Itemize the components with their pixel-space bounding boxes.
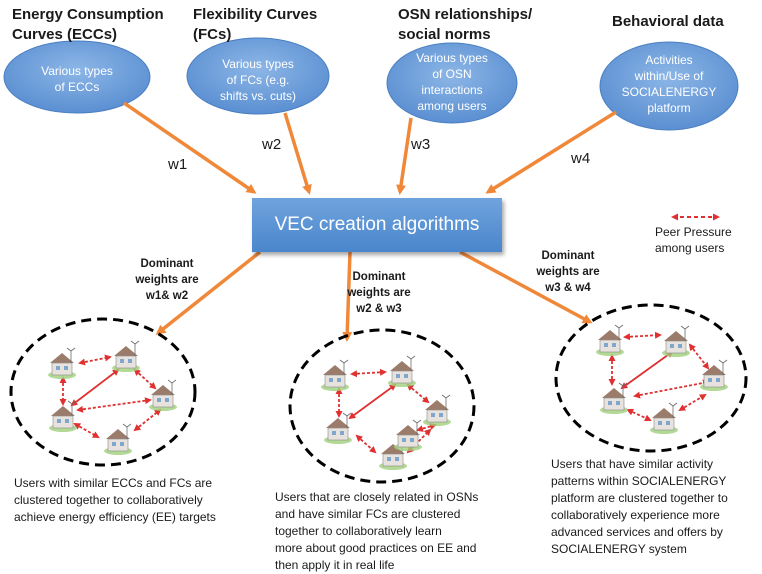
ecc-oval-text: Various types of ECCs xyxy=(17,63,137,95)
osn-heading-line: social norms xyxy=(398,26,491,43)
dominant-line: w2 & w3 xyxy=(356,303,402,315)
oval-line: Various types xyxy=(41,64,113,78)
oval-line: shifts vs. cuts) xyxy=(219,89,296,103)
w2-arrow xyxy=(283,112,312,195)
dominant-line: w1& w2 xyxy=(145,290,189,302)
weight-w4: w4 xyxy=(571,150,591,167)
ecc-heading-line: Curves (ECCs) xyxy=(12,26,118,43)
right-cluster-arrow xyxy=(459,250,593,324)
description-line: and have similar FCs are clustered xyxy=(275,507,461,521)
middle-cluster-description: Users that are closely related in OSNs a… xyxy=(275,489,478,574)
behavioral-oval xyxy=(599,41,739,131)
dominant-line: Dominant xyxy=(140,258,194,270)
osn-heading-line: OSN relationships/ xyxy=(398,6,533,23)
left-cluster-arrow xyxy=(155,250,262,335)
oval-line: Various types xyxy=(222,57,294,71)
fc-heading-line: (FCs) xyxy=(193,26,232,43)
ecc-heading: Energy Consumption Curves (ECCs) xyxy=(12,5,164,45)
description-line: collaboratively experience more xyxy=(551,508,720,522)
behavioral-oval-text: Activities within/Use of SOCIALENERGY pl… xyxy=(604,52,734,116)
dominant-line: Dominant xyxy=(541,250,595,262)
description-line: SOCIALENERGY system xyxy=(551,542,687,556)
behavioral-heading: Behavioral data xyxy=(612,12,724,32)
fc-heading-line: Flexibility Curves xyxy=(193,6,318,23)
oval-line: SOCIALENERGY xyxy=(621,85,717,99)
description-line: then apply it in real life xyxy=(275,558,395,572)
weight-w2: w2 xyxy=(262,136,282,153)
description-line: Users that have similar activity xyxy=(551,457,714,471)
description-line: achieve energy efficiency (EE) targets xyxy=(14,510,216,524)
description-line: platform are clustered together to xyxy=(551,491,728,505)
oval-line: among users xyxy=(417,99,487,113)
oval-line: of FCs (e.g. xyxy=(226,73,290,87)
fc-heading: Flexibility Curves (FCs) xyxy=(193,5,317,45)
description-line: patterns within SOCIALENERGY xyxy=(551,474,727,488)
osn-heading: OSN relationships/ social norms xyxy=(398,5,532,45)
fc-oval xyxy=(186,37,330,115)
left-cluster xyxy=(9,317,197,467)
legend-line: Peer Pressure xyxy=(655,225,732,239)
left-cluster-description: Users with similar ECCs and FCs are clus… xyxy=(14,475,216,526)
description-line: advanced services and offers by xyxy=(551,525,723,539)
description-line: clustered together to collaboratively xyxy=(14,493,203,507)
oval-line: Activities xyxy=(645,53,693,67)
middle-cluster-arrow xyxy=(342,251,353,342)
right-cluster-description: Users that have similar activity pattern… xyxy=(551,456,728,558)
oval-line: interactions xyxy=(421,83,483,97)
middle-cluster xyxy=(288,328,476,484)
description-line: Users with similar ECCs and FCs are xyxy=(14,476,213,490)
oval-line: Various types xyxy=(416,51,488,65)
dominant-line: Dominant xyxy=(352,271,406,283)
dominant-weights-middle: Dominant weights are w2 & w3 xyxy=(334,269,424,317)
weight-w1: w1 xyxy=(168,156,188,173)
osn-oval-text: Various types of OSN interactions among … xyxy=(392,50,512,114)
description-line: more about good practices on EE and xyxy=(275,541,477,555)
peer-pressure-legend: Peer Pressure among users xyxy=(655,224,732,256)
dominant-weights-right: Dominant weights are w3 & w4 xyxy=(523,248,613,296)
oval-line: of OSN xyxy=(432,67,472,81)
right-cluster xyxy=(554,303,748,453)
weight-w3: w3 xyxy=(411,136,431,153)
description-line: together to collaboratively learn xyxy=(275,524,442,538)
oval-line: within/Use of xyxy=(634,69,704,83)
behavioral-heading-line: Behavioral data xyxy=(612,13,724,30)
vec-algorithms-label: VEC creation algorithms xyxy=(274,214,480,235)
oval-line: of ECCs xyxy=(54,80,100,94)
w1-arrow xyxy=(123,101,257,194)
dominant-line: weights are xyxy=(135,274,199,286)
dominant-line: w3 & w4 xyxy=(545,282,591,294)
legend-line: among users xyxy=(655,241,725,255)
w3-arrow xyxy=(396,117,413,195)
w4-arrow xyxy=(485,110,617,194)
description-line: Users that are closely related in OSNs xyxy=(275,490,479,504)
ecc-oval xyxy=(3,40,151,114)
oval-line: platform xyxy=(647,101,691,115)
dominant-line: weights are xyxy=(347,287,411,299)
dominant-weights-left: Dominant weights are w1& w2 xyxy=(122,256,212,304)
osn-oval xyxy=(386,42,518,124)
fc-oval-text: Various types of FCs (e.g. shifts vs. cu… xyxy=(198,56,318,104)
vec-algorithms-box: VEC creation algorithms xyxy=(252,198,502,252)
ecc-heading-line: Energy Consumption xyxy=(12,6,164,23)
dominant-line: weights are xyxy=(536,266,600,278)
